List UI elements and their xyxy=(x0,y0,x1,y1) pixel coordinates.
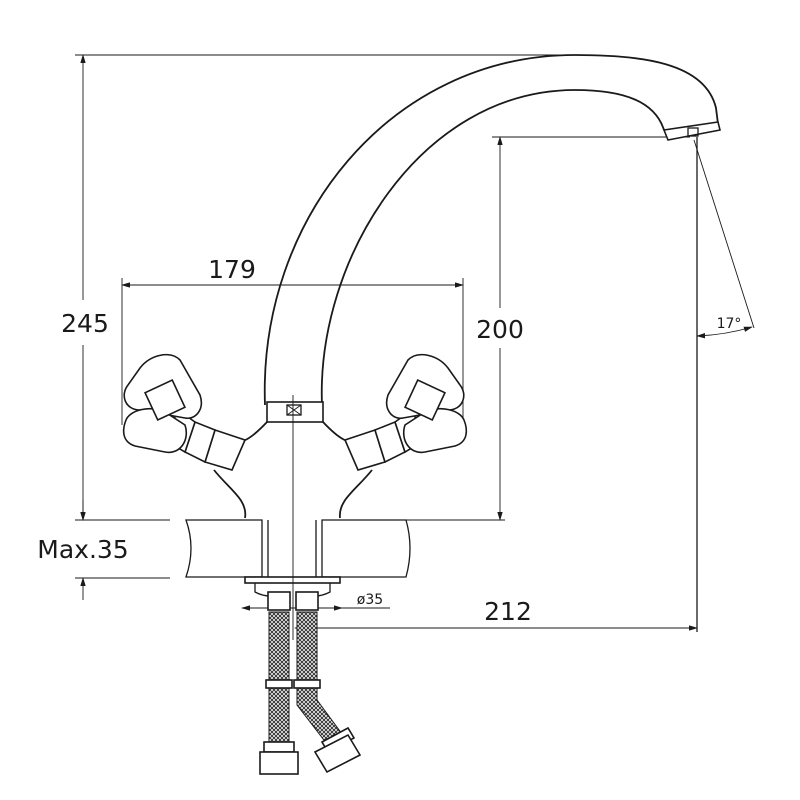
mixer-body xyxy=(213,421,373,519)
dimension-17-degrees: 17° xyxy=(693,139,755,339)
label-245: 245 xyxy=(61,309,109,338)
dimension-212: 212 xyxy=(294,137,698,632)
label-17-degrees: 17° xyxy=(717,316,742,332)
dimension-max-35: Max.35 xyxy=(37,500,170,600)
label-hole-35: ø35 xyxy=(357,592,383,608)
collar xyxy=(266,401,324,423)
label-200: 200 xyxy=(476,315,524,344)
supply-hoses xyxy=(259,591,362,775)
spout xyxy=(263,54,721,406)
dimension-hole-35: ø35 xyxy=(241,592,390,611)
label-max-35: Max.35 xyxy=(37,535,128,564)
right-handle xyxy=(343,353,468,471)
dimension-179: 179 xyxy=(121,255,464,425)
dimension-245: 245 xyxy=(61,54,570,521)
left-handle xyxy=(122,353,247,471)
label-212: 212 xyxy=(484,597,532,626)
countertop-section xyxy=(185,519,411,597)
label-179: 179 xyxy=(208,255,256,284)
